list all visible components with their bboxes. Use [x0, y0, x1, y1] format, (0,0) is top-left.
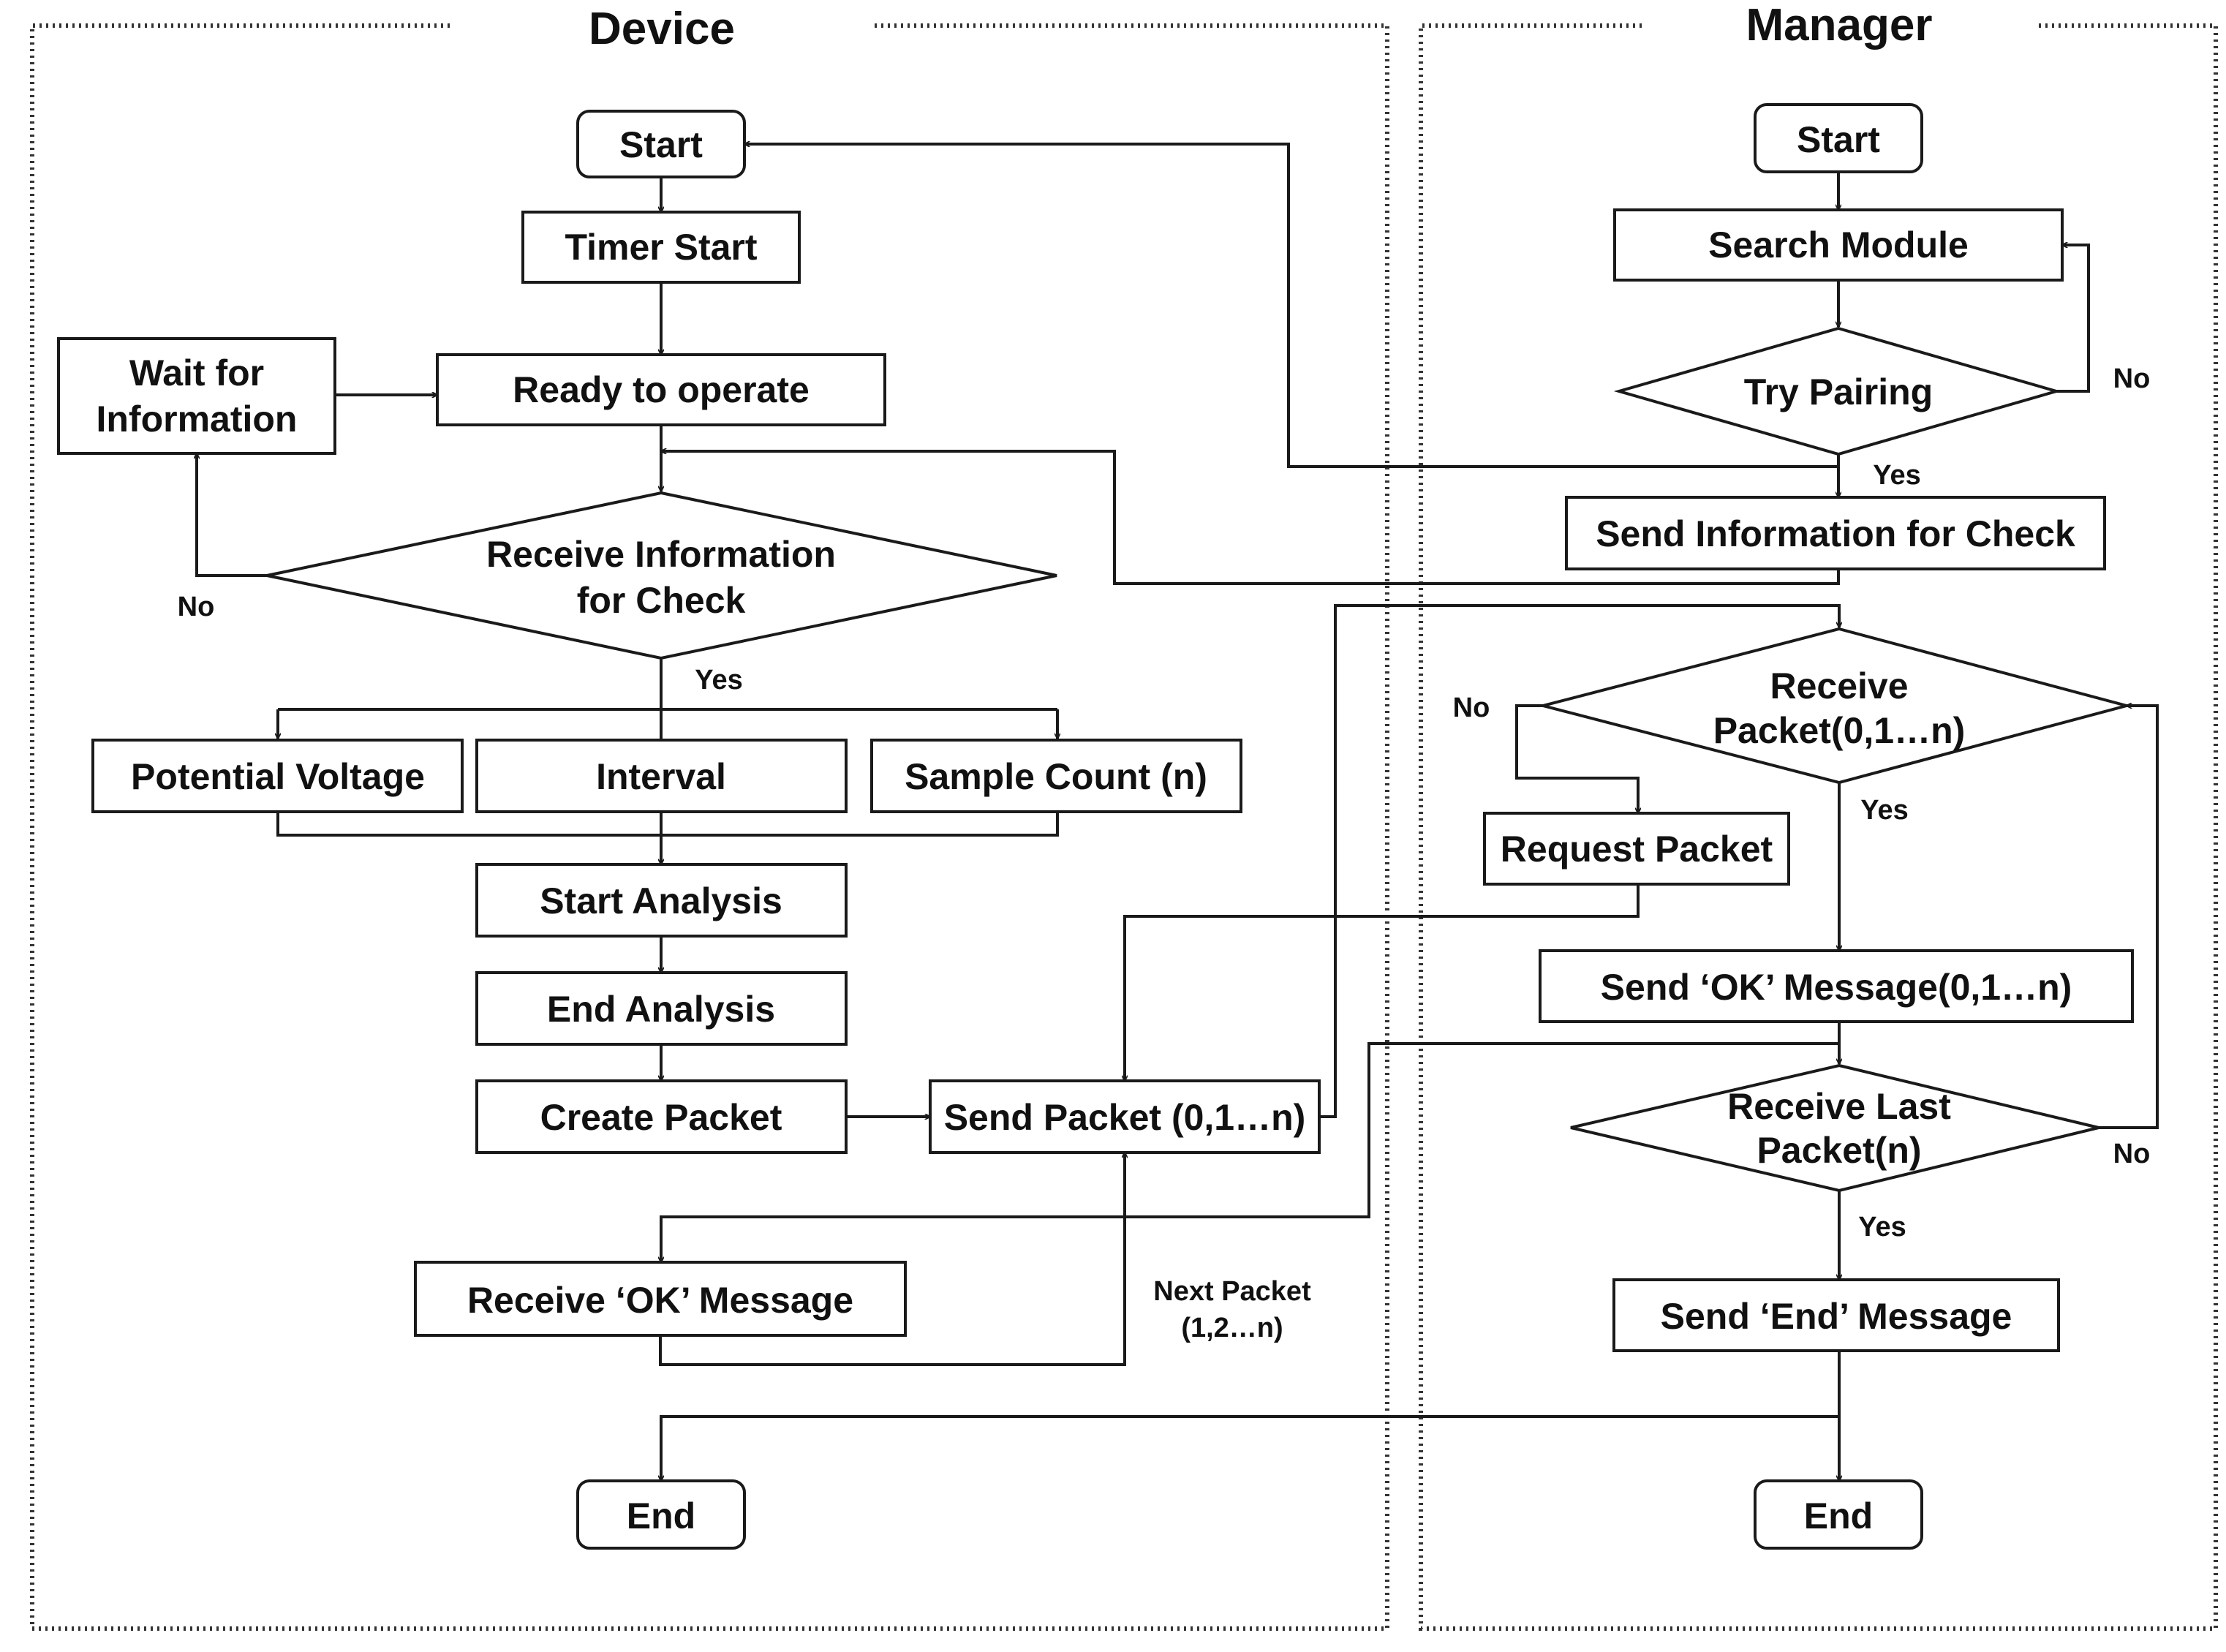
start-analysis-box — [475, 863, 848, 938]
send-packet-label: Send Packet (0,1…n) — [944, 1097, 1306, 1138]
ready-to-operate-label: Ready to operate — [513, 369, 810, 410]
receive-packet-yes-label: Yes — [1860, 795, 1909, 826]
connector-no-last — [2099, 706, 2159, 1129]
receive-last-label-2: Packet(n) — [1757, 1130, 1921, 1171]
receive-packet-no-label: No — [1453, 693, 1490, 723]
interval-label: Interval — [596, 756, 726, 797]
request-packet-label: Request Packet — [1501, 829, 1773, 870]
receive-last-label-1: Receive Last — [1727, 1086, 1951, 1127]
create-packet-label: Create Packet — [540, 1097, 782, 1138]
connector — [276, 812, 1059, 837]
device-start-label: Start — [619, 124, 703, 165]
end-analysis-label: End Analysis — [547, 989, 775, 1030]
receive-last-no-label: No — [2113, 1139, 2151, 1169]
receive-last-yes-label: Yes — [1858, 1212, 1906, 1242]
connector-no — [197, 453, 267, 577]
connector-next-packet — [659, 1153, 1125, 1366]
receive-information-label-2: for Check — [577, 580, 746, 621]
search-module-box — [1613, 208, 2064, 282]
connector-to-receive-information — [661, 451, 1840, 585]
send-ok-label: Send ‘OK’ Message(0,1…n) — [1601, 967, 2072, 1008]
receive-information-label-1: Receive Information — [486, 534, 836, 575]
connector-end-to-device — [661, 1415, 1839, 1481]
potential-voltage-box — [91, 739, 464, 813]
receive-last-packet-decision — [1570, 1063, 2099, 1193]
manager-end-label: End — [1804, 1496, 1873, 1536]
wait-information-label-2: Information — [97, 399, 298, 440]
start-analysis-label: Start Analysis — [540, 880, 782, 921]
send-end-box — [1612, 1278, 2060, 1352]
wait-information-label-1: Wait for — [129, 352, 264, 393]
receive-packet-label-1: Receive — [1770, 665, 1908, 706]
timer-start-label: Timer Start — [565, 227, 757, 268]
connector-to-device-start — [744, 144, 1838, 468]
search-module-label: Search Module — [1708, 225, 1969, 265]
receive-ok-label: Receive ‘OK’ Message — [467, 1280, 853, 1321]
timer-start-box — [521, 211, 801, 284]
receive-info-no-label: No — [178, 592, 215, 622]
device-end-label: End — [627, 1496, 695, 1536]
device-lane-title: Device — [589, 4, 735, 54]
connector-to-receive-packet — [1319, 604, 1839, 1118]
manager-lane-title: Manager — [1746, 0, 1933, 50]
connector-no-pairing — [2056, 245, 2090, 393]
connector-request-to-send-packet — [1125, 884, 1640, 1081]
try-pairing-label: Try Pairing — [1744, 371, 1933, 412]
next-packet-label-2: (1,2…n) — [1181, 1313, 1283, 1343]
potential-voltage-label: Potential Voltage — [131, 756, 425, 797]
send-end-label: Send ‘End’ Message — [1661, 1296, 2012, 1337]
send-information-box — [1565, 496, 2106, 570]
ready-to-operate-box — [436, 353, 886, 426]
sample-count-label: Sample Count (n) — [905, 756, 1207, 797]
send-information-label: Send Information for Check — [1596, 513, 2075, 554]
manager-end-terminal — [1754, 1479, 1923, 1550]
connector-no-receive — [1515, 704, 1638, 813]
try-pairing-yes-label: Yes — [1873, 460, 1921, 491]
try-pairing-no-label: No — [2113, 363, 2151, 394]
send-ok-box — [1539, 949, 2134, 1023]
connector-ok-to-device — [661, 1022, 1841, 1262]
receive-packet-label-2: Packet(0,1…n) — [1713, 710, 1966, 751]
end-analysis-box — [475, 971, 848, 1046]
receive-information-decision — [266, 491, 1057, 660]
sample-count-box — [870, 739, 1242, 813]
interval-box — [475, 739, 848, 813]
manager-start-label: Start — [1797, 119, 1880, 160]
next-packet-label-1: Next Packet — [1153, 1276, 1311, 1307]
receive-info-yes-label: Yes — [695, 665, 743, 695]
